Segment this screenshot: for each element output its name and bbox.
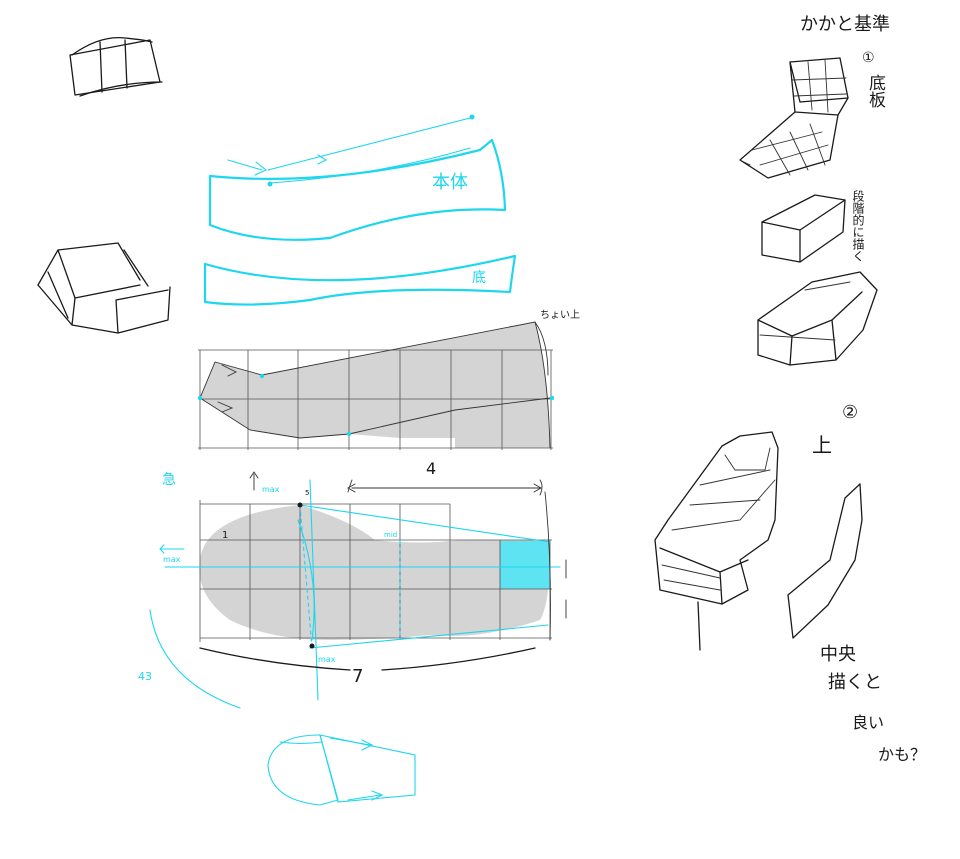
box-sketch (761, 194, 846, 263)
label-step2-num: ② (842, 402, 858, 423)
label-steep: 急 (162, 472, 176, 488)
body-strip (208, 114, 507, 241)
label-fortythree: 43 (138, 670, 152, 683)
label-center-1: 中央 (820, 644, 856, 665)
outline-sketch (787, 483, 863, 639)
box-sketch-2 (757, 271, 878, 366)
label-stepwise: 段階的に描く (851, 189, 865, 262)
label-heel-title: かかと基準 (800, 14, 890, 35)
label-step1-num: ① (862, 50, 875, 66)
sole-strip (203, 254, 517, 306)
label-max-top: max (262, 485, 280, 494)
label-max-bottom: max (318, 655, 336, 664)
side-grid (197, 321, 555, 450)
label-center-2: 描くと (828, 672, 882, 693)
label-one: 1 (222, 530, 228, 541)
label-up: 上 (812, 433, 832, 457)
top-grid (149, 471, 567, 709)
label-seven: 7 (352, 666, 363, 687)
label-maybe: かも？ (878, 745, 926, 764)
label-mid: mid (384, 531, 397, 539)
label-slightly-up: ちょい上 (540, 309, 580, 321)
label-good: 良い (852, 713, 884, 732)
step1-cube-sketch (739, 57, 849, 179)
arch-sketch (69, 36, 163, 97)
labels: 本体 底 ちょい上 かかと基準 ① 底板 段階的に描く ② 上 中央 描くと 良… (138, 14, 926, 764)
chair-sketch (37, 242, 171, 334)
label-sole-small: 底 (472, 270, 486, 286)
label-four: 4 (426, 459, 436, 478)
shoe-sketch-cyan (267, 734, 416, 806)
label-max-left: max (163, 555, 181, 564)
step2-shoe-sketch (654, 431, 779, 651)
label-step1-text: 底板 (865, 74, 886, 108)
label-five: 5 (305, 489, 309, 497)
label-body: 本体 (432, 172, 468, 193)
